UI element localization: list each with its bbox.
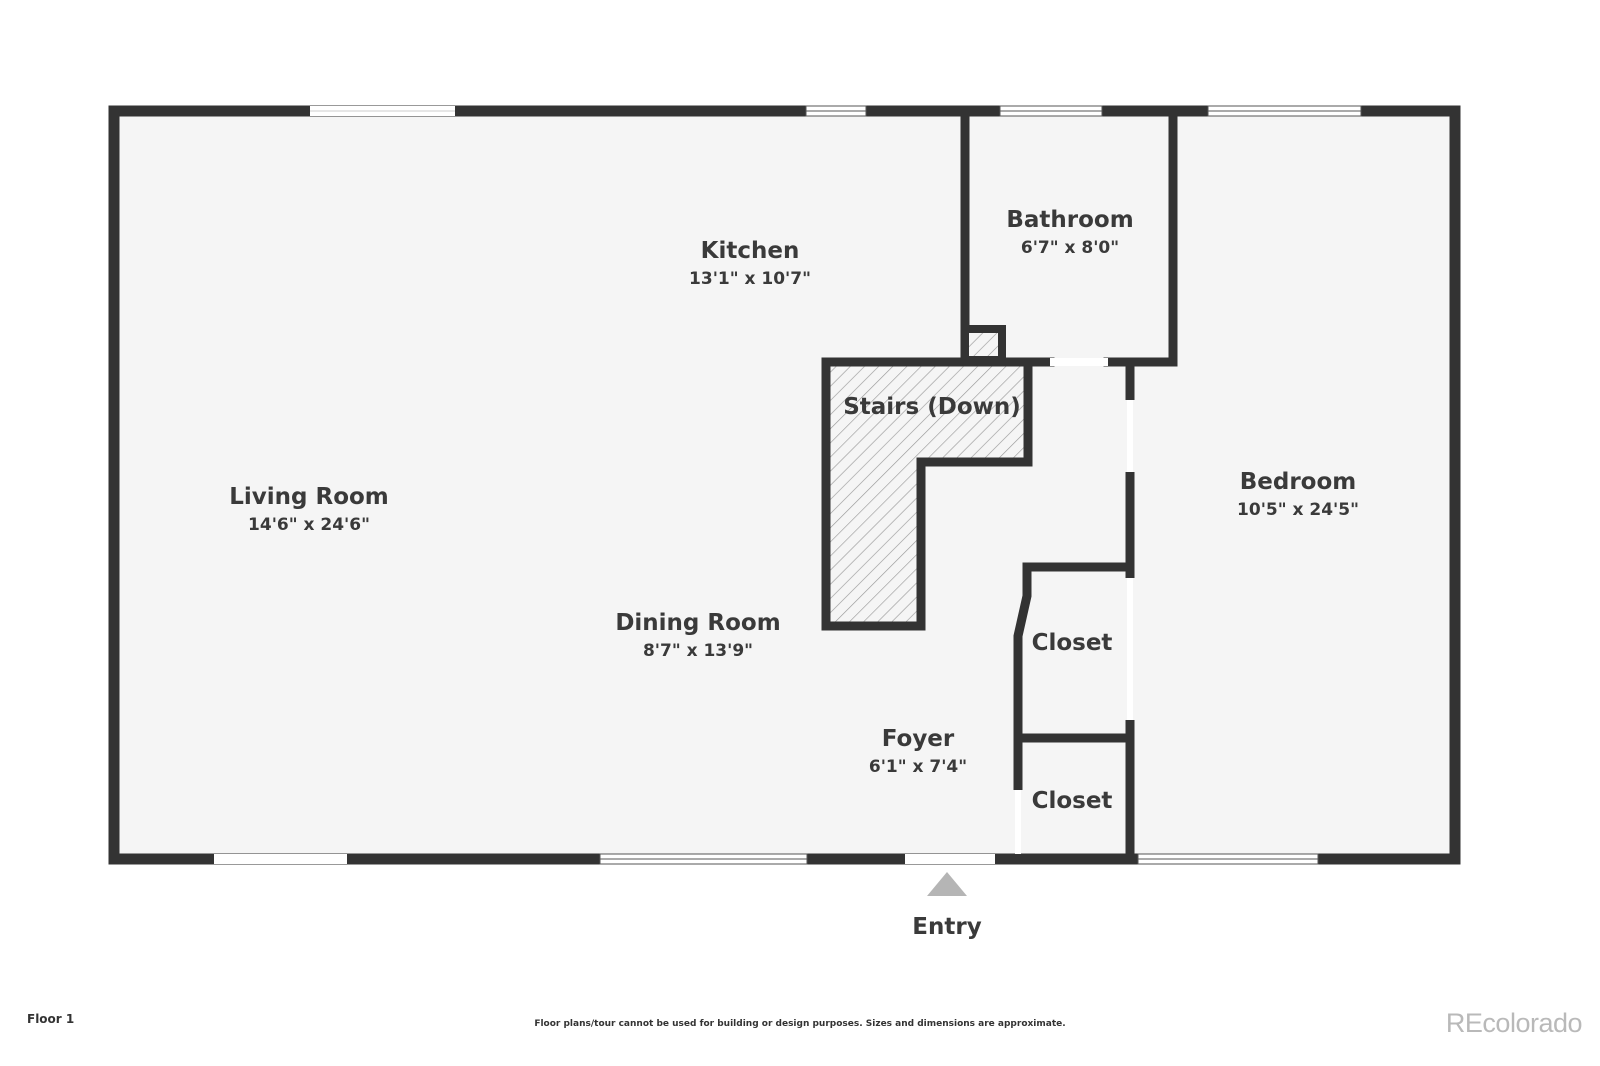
room-dims: 8'7" x 13'9" bbox=[643, 641, 753, 661]
bathroom-door-opening bbox=[1050, 358, 1108, 366]
room-dims: 6'7" x 8'0" bbox=[1021, 238, 1119, 258]
room-name: Bathroom bbox=[1006, 207, 1133, 233]
room-name: Foyer bbox=[882, 726, 955, 752]
stairs-label: Stairs (Down) bbox=[843, 394, 1021, 420]
room-dims: 13'1" x 10'7" bbox=[689, 269, 811, 289]
triangle-up-icon bbox=[927, 872, 967, 896]
room-name: Living Room bbox=[229, 484, 389, 510]
room-dims: 10'5" x 24'5" bbox=[1237, 500, 1359, 520]
disclaimer: Floor plans/tour cannot be used for buil… bbox=[534, 1019, 1066, 1029]
stairs bbox=[821, 357, 1033, 631]
floor-label: Floor 1 bbox=[27, 1012, 75, 1026]
room-dims: 6'1" x 7'4" bbox=[869, 757, 967, 777]
room-name: Closet bbox=[1032, 788, 1113, 814]
room-name: Dining Room bbox=[615, 610, 780, 636]
room-name: Bedroom bbox=[1240, 469, 1357, 495]
room-name: Closet bbox=[1032, 630, 1113, 656]
closet-door-opening bbox=[1015, 790, 1021, 854]
brand-logo: REcolorado bbox=[1445, 1008, 1583, 1038]
duct bbox=[961, 325, 1006, 364]
entry-door-opening bbox=[905, 854, 995, 864]
floor-area bbox=[114, 111, 1455, 859]
closet-walls bbox=[1013, 562, 1130, 790]
closet-door-opening bbox=[1127, 578, 1133, 720]
room-name: Kitchen bbox=[701, 238, 800, 264]
bedroom-door-opening bbox=[1127, 400, 1133, 472]
entry-label: Entry bbox=[912, 914, 981, 940]
window bbox=[214, 854, 347, 864]
room-dims: 14'6" x 24'6" bbox=[248, 515, 370, 535]
